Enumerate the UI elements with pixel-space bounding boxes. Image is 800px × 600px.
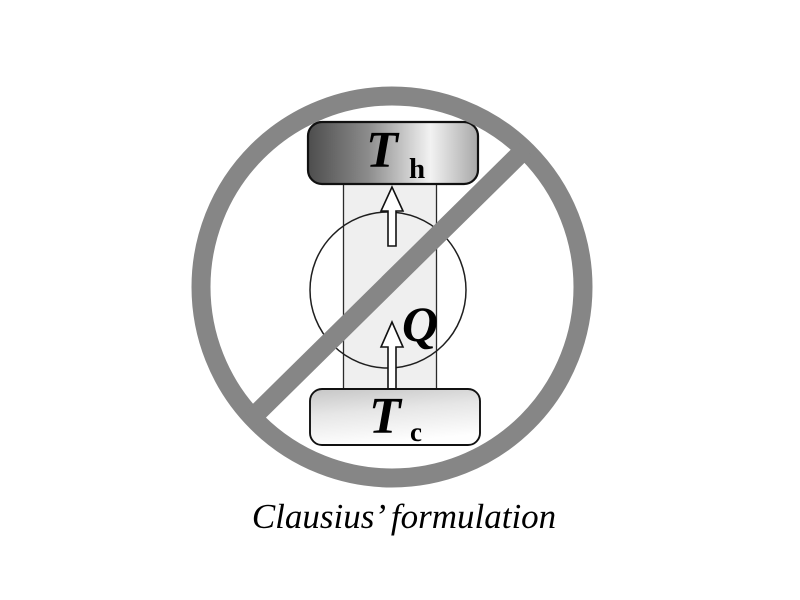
hot-reservoir-label: T [366, 122, 400, 179]
cold-reservoir-subscript: c [410, 417, 422, 447]
prohibition-slash [244, 142, 532, 426]
heat-symbol-label: Q [402, 296, 438, 352]
cold-reservoir-label: T [369, 388, 403, 445]
figure-caption: Clausius’ formulation [252, 497, 556, 536]
prohibition-ring [191, 86, 593, 488]
upper-heat-arrow [379, 185, 405, 247]
hot-reservoir-box [306, 120, 480, 186]
hot-reservoir-subscript: h [409, 153, 425, 185]
cold-reservoir-box [309, 388, 481, 446]
